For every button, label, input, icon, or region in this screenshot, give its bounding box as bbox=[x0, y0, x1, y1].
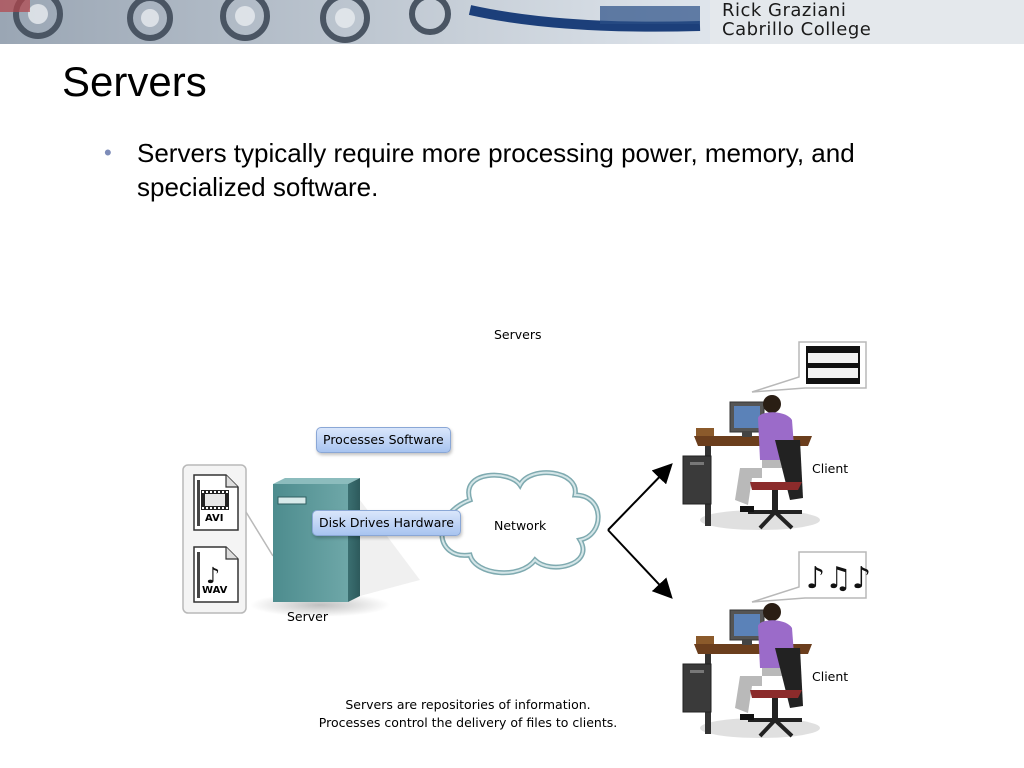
diagram-caption: Servers are repositories of information.… bbox=[280, 696, 656, 732]
network-label: Network bbox=[494, 518, 547, 533]
author-name: Rick Graziani bbox=[722, 0, 847, 21]
bullet-list: • Servers typically require more process… bbox=[104, 136, 984, 204]
delivery-arrows bbox=[607, 463, 673, 599]
server-tower-icon bbox=[250, 478, 420, 617]
banner-image bbox=[0, 0, 1024, 44]
processes-software-label: Processes Software bbox=[316, 427, 451, 453]
video-bubble bbox=[751, 341, 867, 393]
caption-line-2: Processes control the delivery of files … bbox=[318, 715, 618, 730]
bullet-text: Servers typically require more processin… bbox=[137, 138, 855, 202]
client-workstation-icon bbox=[682, 395, 820, 530]
caption-line-1: Servers are repositories of information. bbox=[345, 697, 591, 712]
client-top-label: Client bbox=[812, 461, 849, 476]
slide-title: Servers bbox=[62, 58, 207, 105]
avi-file-icon bbox=[193, 474, 239, 531]
wav-file-icon: ♪ bbox=[193, 546, 239, 603]
diagram-title: Servers bbox=[494, 327, 542, 342]
client-bottom-label: Client bbox=[812, 669, 849, 684]
music-bubble: ♪♫♪ bbox=[751, 551, 871, 603]
svg-text:♪: ♪ bbox=[206, 564, 220, 589]
client-workstation-icon bbox=[682, 603, 820, 738]
avi-file-label: AVI bbox=[205, 513, 224, 524]
bullet-item: • Servers typically require more process… bbox=[104, 136, 984, 204]
music-notes-icon: ♪♫♪ bbox=[806, 561, 871, 596]
wav-file-label: WAV bbox=[202, 585, 228, 596]
film-strip-icon bbox=[806, 346, 860, 384]
disk-drives-hardware-label: Disk Drives Hardware bbox=[312, 510, 461, 536]
banner-author: Rick Graziani Cabrillo College bbox=[722, 1, 871, 39]
bullet-dot-icon: • bbox=[104, 140, 112, 165]
network-cloud-icon bbox=[439, 470, 601, 576]
author-school: Cabrillo College bbox=[722, 19, 872, 40]
header-banner: Rick Graziani Cabrillo College bbox=[0, 0, 1024, 44]
server-label: Server bbox=[287, 609, 328, 624]
